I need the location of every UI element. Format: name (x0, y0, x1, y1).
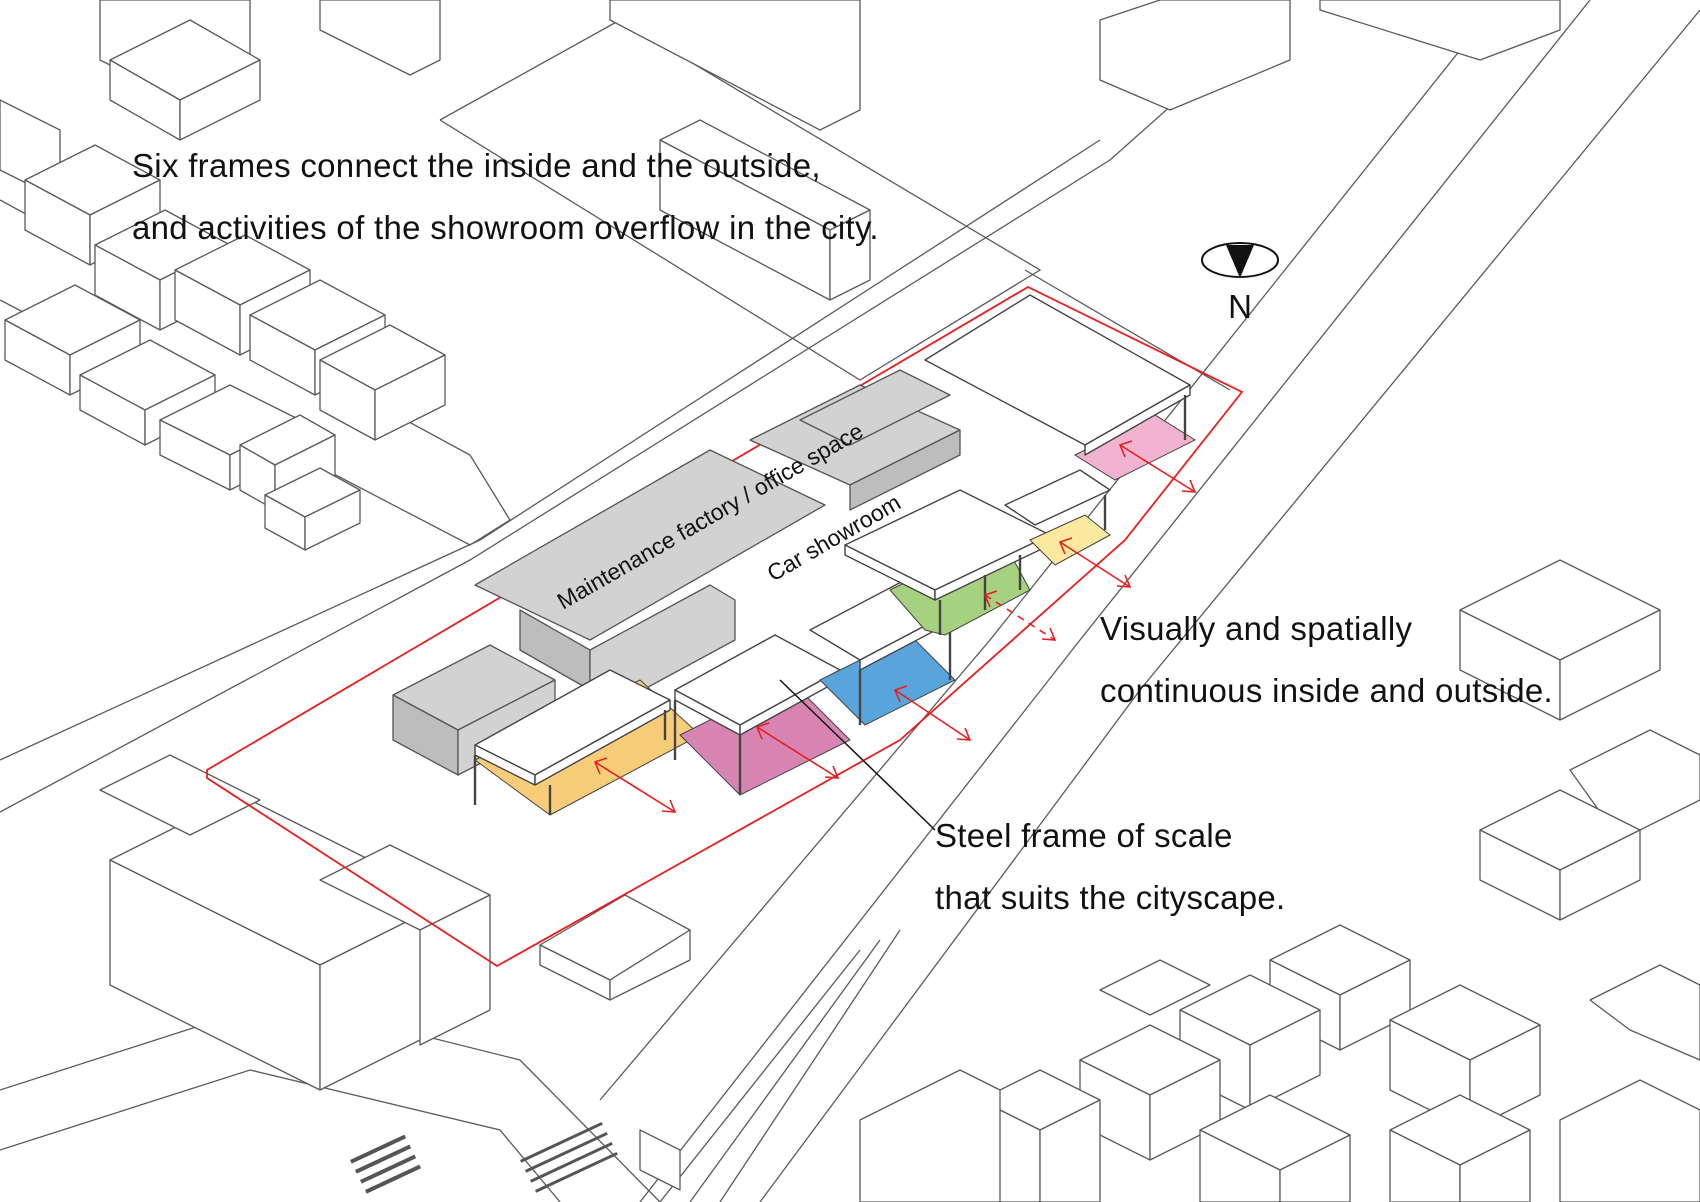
arrows (593, 440, 1197, 813)
building (99, 754, 261, 836)
frame-roof-6-side (1084, 384, 1191, 456)
headline-annotation: Six frames connect the inside and the ou… (132, 135, 879, 259)
building (829, 209, 871, 301)
building (1389, 1129, 1461, 1202)
arrow-magenta (755, 722, 840, 779)
arrow-blue (893, 685, 972, 741)
block-north (439, 19, 1042, 381)
site-boundary (206, 285, 1244, 968)
rail-2 (719, 929, 901, 1202)
frames (473, 294, 1197, 816)
rail-3 (689, 939, 881, 1202)
building (319, 0, 441, 76)
road-edge-north-2 (0, 139, 1101, 761)
building (1589, 964, 1700, 1061)
steel-frame-leader-line (779, 679, 936, 831)
office-wall (849, 429, 961, 511)
maintenance-factory-roof (474, 449, 826, 641)
existing-buildings (392, 369, 961, 776)
building (419, 894, 491, 1046)
arrow-yellow (1058, 537, 1132, 588)
north-arrow: N (1201, 242, 1279, 325)
steel-line-2: that suits the cityscape. (935, 879, 1286, 916)
headline-line-1: Six frames connect the inside and the ou… (132, 147, 821, 184)
road-south-2 (0, 1069, 561, 1202)
building (859, 1069, 1001, 1202)
arrow-pink (1118, 440, 1197, 493)
north-arrow-icon (1226, 245, 1254, 278)
road-east-2 (759, 9, 1700, 1202)
building (639, 1129, 681, 1191)
arrow-green-dashed (983, 590, 1057, 641)
building (1199, 1129, 1281, 1202)
building (304, 489, 361, 551)
north-label: N (1228, 288, 1252, 325)
rail-4 (659, 949, 861, 1202)
continuity-line-1: Visually and spatially (1100, 610, 1413, 647)
frame-roof-1-side (534, 699, 671, 786)
building (1039, 1099, 1101, 1202)
steel-frame-annotation: Steel frame of scale that suits the city… (935, 805, 1286, 929)
building (374, 354, 446, 441)
road-east-1 (639, 0, 1591, 1202)
crosswalks (350, 1121, 618, 1194)
building (1559, 829, 1641, 921)
continuity-line-2: continuous inside and outside. (1100, 672, 1553, 709)
building (1099, 959, 1211, 1016)
frame-floor-yellow (1029, 514, 1111, 566)
building (609, 0, 861, 131)
rail-1 (599, 0, 1501, 1101)
building (1279, 1134, 1351, 1202)
building (1319, 0, 1561, 61)
frame-roof-5 (1004, 469, 1111, 526)
building (179, 59, 261, 141)
arrow-yellow-orange (593, 757, 677, 813)
building (1559, 609, 1661, 721)
building (1099, 0, 1291, 111)
continuity-annotation: Visually and spatially continuous inside… (1100, 598, 1553, 722)
steel-line-1: Steel frame of scale (935, 817, 1233, 854)
headline-line-2: and activities of the showroom overflow … (132, 209, 879, 246)
building (1459, 1129, 1531, 1202)
house (609, 929, 691, 1001)
office-top (799, 369, 951, 446)
building (1249, 1009, 1321, 1111)
building (1559, 1079, 1700, 1202)
